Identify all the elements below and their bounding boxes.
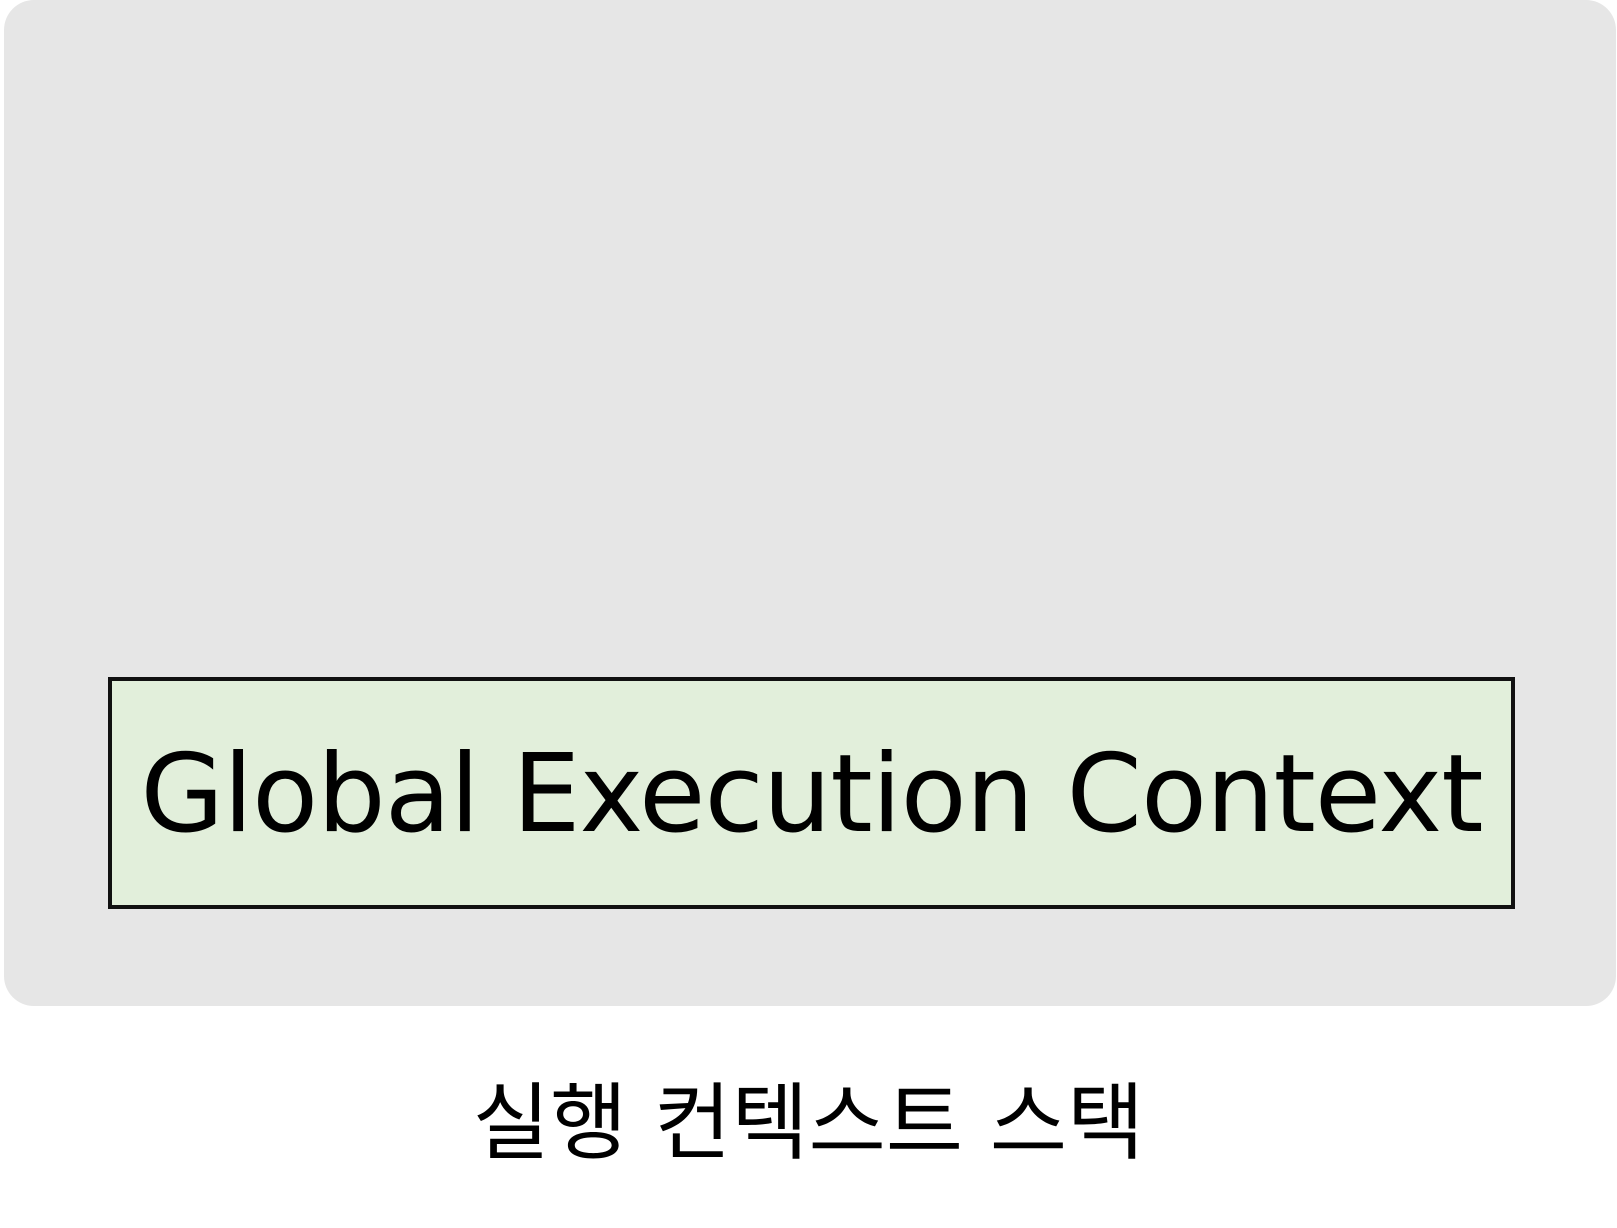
stack-caption: 실행 컨텍스트 스택 xyxy=(472,1074,1145,1172)
global-execution-context-label: Global Execution Context xyxy=(140,732,1483,857)
global-execution-context-frame: Global Execution Context xyxy=(108,677,1515,909)
execution-context-stack: Global Execution Context xyxy=(4,0,1616,1006)
